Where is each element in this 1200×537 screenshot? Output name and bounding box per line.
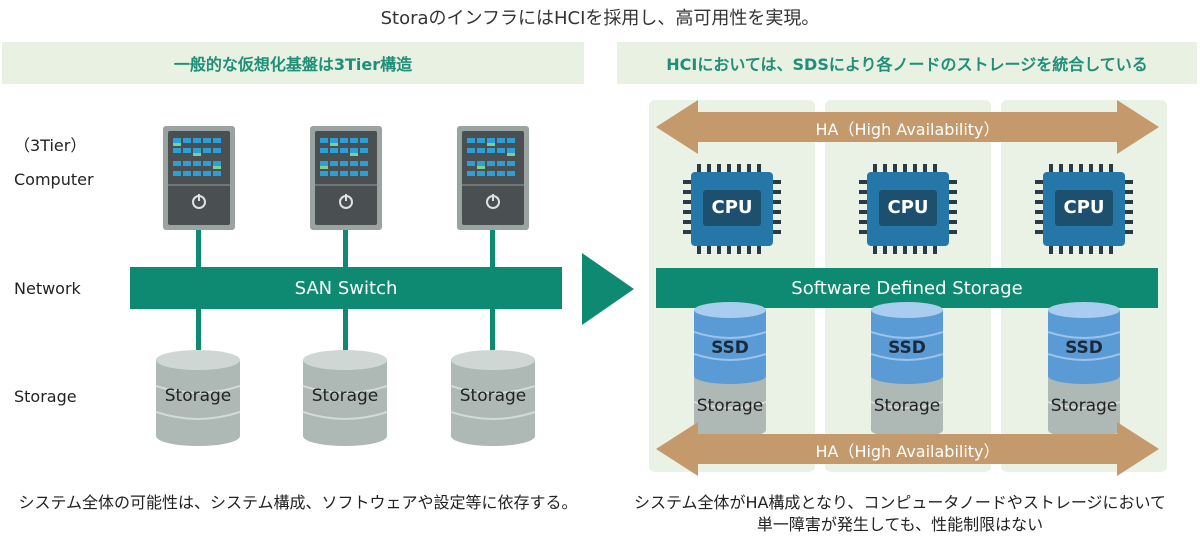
ssd-storage-stack-icon	[694, 302, 766, 438]
server-icon	[310, 126, 382, 230]
ssd-storage-stack-icon	[1048, 302, 1120, 438]
storage-row-label: Storage	[14, 387, 77, 406]
right-caption-line1: システム全体がHA構成となり、コンピュータノードやストレージにおいて	[633, 493, 1167, 512]
storage-cylinder-icon	[156, 350, 240, 446]
storage-cylinder-icon	[451, 350, 535, 446]
computer-label: Computer	[14, 170, 94, 189]
san-switch-label: SAN Switch	[294, 277, 398, 299]
sds-label: Software Defined Storage	[791, 277, 1023, 299]
sds-bar: Software Defined Storage	[656, 268, 1158, 308]
ha-label-bottom: HA（High Availability）	[815, 442, 1000, 461]
cpu-chip-icon	[683, 164, 781, 254]
cpu-label: CPU	[1063, 197, 1105, 218]
ssd-storage-stack-icon	[871, 302, 943, 438]
cpu-chip-icon	[1035, 164, 1133, 254]
storage-label: Storage	[1050, 396, 1118, 416]
storage-label: Storage	[311, 386, 379, 406]
storage-label: Storage	[873, 396, 941, 416]
storage-label: Storage	[696, 396, 764, 416]
right-caption-line2: 単一障害が発生しても、性能制限はない	[756, 515, 1044, 534]
tier-label: （3Tier）	[14, 136, 87, 155]
san-switch-bar: SAN Switch	[130, 267, 562, 309]
server-icon	[457, 126, 529, 230]
ssd-label: SSD	[711, 338, 749, 358]
storage-label: Storage	[459, 386, 527, 406]
ha-label-top: HA（High Availability）	[815, 120, 1000, 139]
ssd-label: SSD	[1065, 338, 1103, 358]
right-header: HCIにおいては、SDSにより各ノードのストレージを統合している	[617, 42, 1197, 84]
ssd-label: SSD	[888, 338, 926, 358]
cpu-label: CPU	[887, 197, 929, 218]
right-caption: システム全体がHA構成となり、コンピュータノードやストレージにおいて 単一障害が…	[600, 492, 1200, 536]
server-icon	[163, 126, 235, 230]
cpu-label: CPU	[711, 197, 753, 218]
page-title: StoraのインフラにはHCIを採用し、高可用性を実現。	[380, 8, 820, 29]
ha-arrow-icon	[656, 100, 1159, 154]
ha-arrow-icon	[656, 422, 1159, 476]
cpu-chip-icon	[859, 164, 957, 254]
storage-label: Storage	[164, 386, 232, 406]
storage-cylinder-icon	[303, 350, 387, 446]
left-caption: システム全体の可能性は、システム構成、ソフトウェアや設定等に依存する。	[18, 493, 578, 512]
left-header: 一般的な仮想化基盤は3Tier構造	[2, 42, 584, 84]
network-label: Network	[14, 279, 81, 298]
transition-arrow-icon	[582, 253, 634, 325]
